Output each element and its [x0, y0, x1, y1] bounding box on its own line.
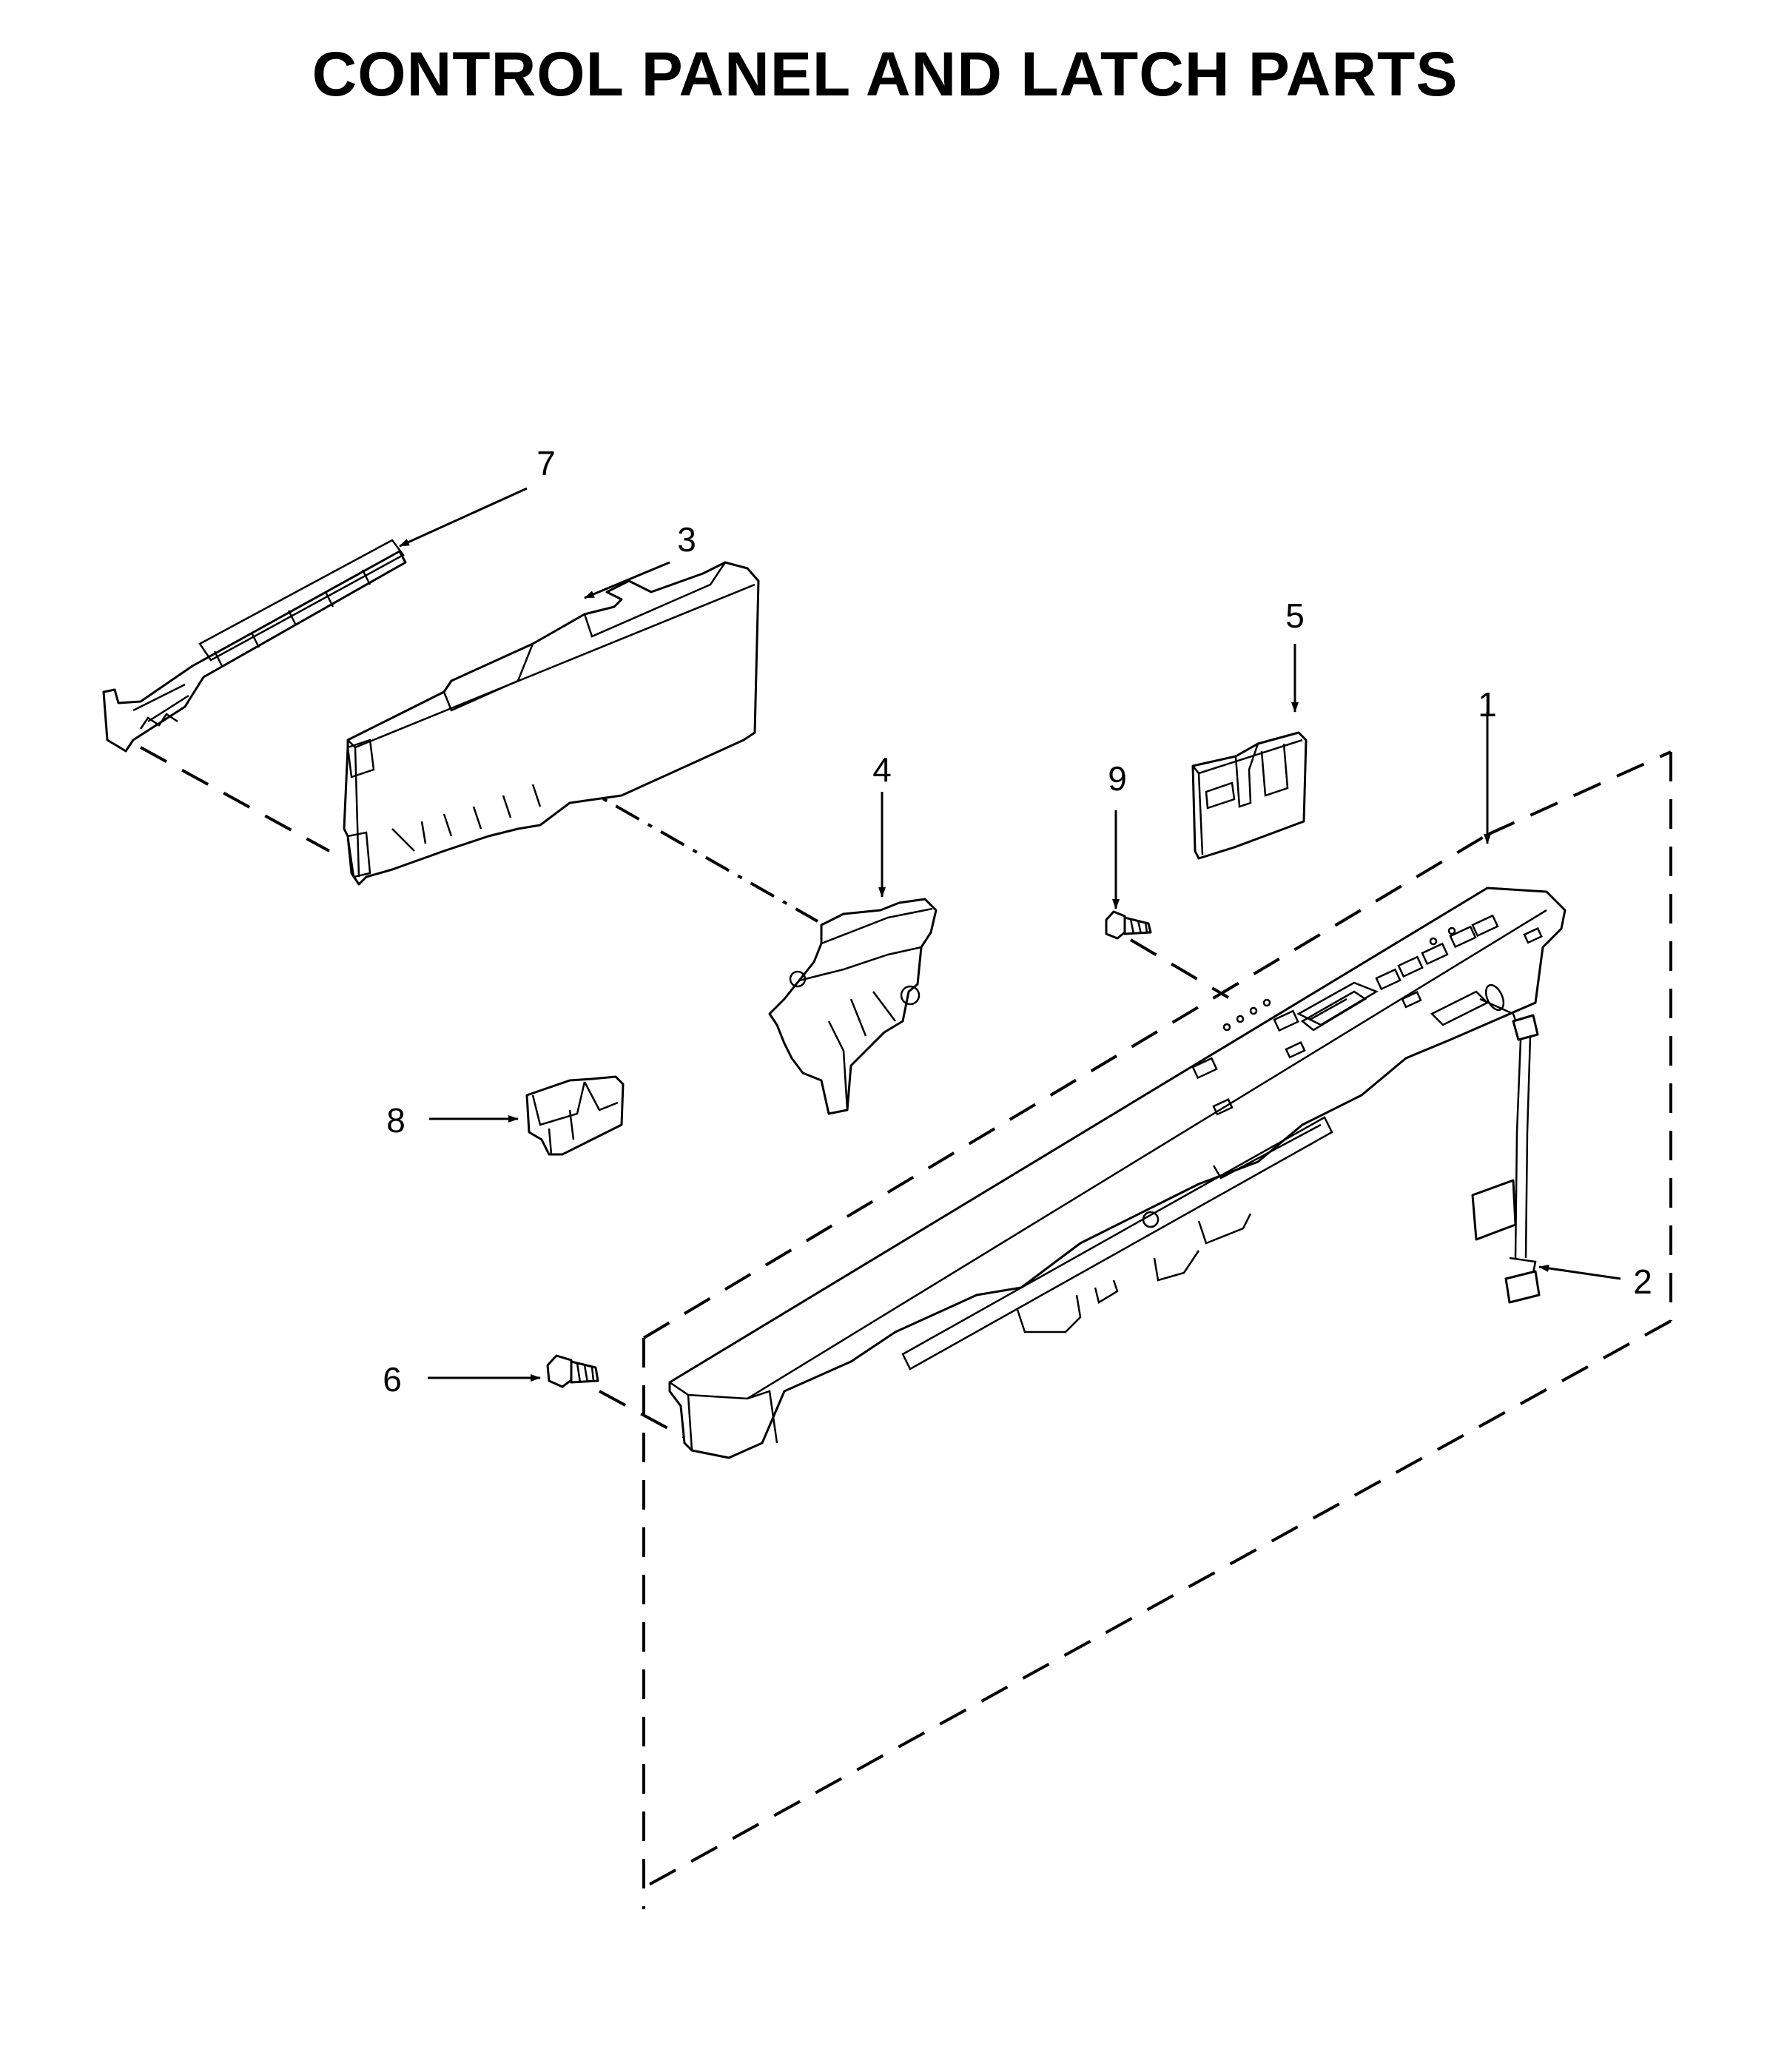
callout-9: 9 — [1108, 759, 1127, 798]
callout-2: 2 — [1633, 1262, 1652, 1301]
diagram-title: CONTROL PANEL AND LATCH PARTS — [312, 39, 1458, 109]
part-4-latch — [768, 898, 938, 1115]
callout-5: 5 — [1285, 596, 1305, 635]
callout-6: 6 — [383, 1360, 402, 1399]
part-1-control-panel — [668, 887, 1567, 1459]
part-2-wire-harness — [1471, 998, 1541, 1304]
callout-leaders — [399, 487, 1621, 1382]
part-9-screw — [1105, 910, 1152, 940]
callout-3: 3 — [677, 520, 696, 559]
part-8-clip — [525, 1075, 625, 1156]
assembly-outline — [642, 750, 1672, 1909]
part-6-screw — [546, 1354, 599, 1388]
part-5-bracket — [1191, 731, 1308, 860]
part-3-control-board — [343, 561, 760, 886]
callout-8: 8 — [386, 1101, 406, 1140]
callout-labels: 1 2 3 4 5 6 7 8 9 — [383, 444, 1652, 1399]
part-7-bracket-rail — [102, 539, 407, 753]
callout-1: 1 — [1478, 685, 1497, 724]
callout-4: 4 — [872, 750, 892, 789]
callout-7: 7 — [536, 444, 556, 482]
